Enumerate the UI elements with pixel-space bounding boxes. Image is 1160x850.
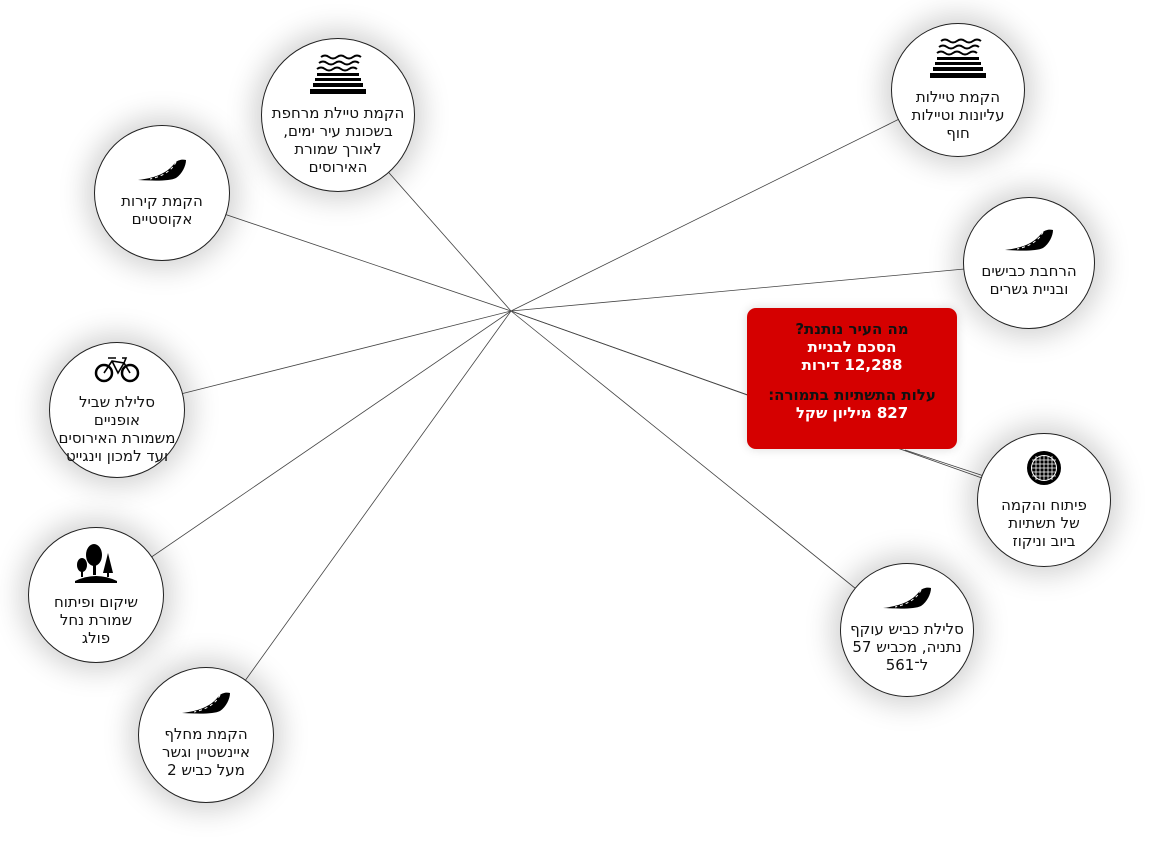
node-label-line: בשכונת עיר ימים, bbox=[283, 122, 393, 140]
node-label-line: משמורת האירוסים bbox=[58, 429, 176, 447]
node-label-line: של תשתיות bbox=[1008, 514, 1080, 532]
node-label-line: שמורת נחל bbox=[59, 611, 133, 629]
road-icon bbox=[136, 158, 188, 186]
node-label-line: הקמת טיילות bbox=[915, 88, 1001, 106]
connector-poleg bbox=[95, 310, 512, 596]
callout-question: מה העיר נותנת? bbox=[795, 320, 909, 338]
road-icon bbox=[180, 691, 232, 719]
connector-netanya-bypass bbox=[510, 310, 908, 631]
node-label-line: הרחבת כבישים bbox=[981, 262, 1077, 280]
node-label-line: מעל כביש 2 bbox=[167, 761, 245, 779]
connector-roads-bridges bbox=[510, 262, 1030, 312]
connector-promenades-upper bbox=[510, 89, 959, 312]
node-label-line: עליונות וטיילות bbox=[911, 106, 1005, 124]
node-label-line: שיקום ופיתוח bbox=[54, 593, 138, 611]
summary-callout: מה העיר נותנת? הסכם לבניית 12,288 דירות … bbox=[747, 308, 957, 449]
callout-cost-value: 827 מיליון שקל bbox=[795, 404, 909, 422]
drain-grate-icon bbox=[1026, 450, 1062, 490]
node-label-line: פיתוח והקמה bbox=[1001, 496, 1087, 514]
connector-callout bbox=[510, 310, 751, 397]
callout-line1: הסכם לבניית bbox=[807, 338, 897, 356]
node-label-line: הקמת מחלף bbox=[164, 725, 248, 743]
callout-cost-label: עלות התשתיות בתמורה: bbox=[768, 386, 936, 404]
connector-einstein bbox=[205, 310, 512, 736]
node-label-line: ביוב וניקוז bbox=[1012, 532, 1076, 550]
bicycle-icon bbox=[94, 355, 140, 387]
sea-promenade-icon bbox=[307, 54, 369, 98]
node-label-line: חוף bbox=[946, 124, 970, 142]
sea-promenade-icon bbox=[927, 38, 989, 82]
node-label-line: איינשטיין וגשר bbox=[161, 743, 251, 761]
node-label-line: סלילת כביש עוקף bbox=[850, 620, 964, 638]
callout-line2: 12,288 דירות bbox=[801, 356, 903, 374]
node-label-line: פולג bbox=[81, 629, 111, 647]
node-label-line: ועד למכון וינגייט bbox=[65, 447, 169, 465]
trees-icon bbox=[74, 543, 118, 587]
road-icon bbox=[1003, 228, 1055, 256]
node-label-line: הקמת טיילת מרחפת bbox=[271, 104, 405, 122]
node-label-line: ובניית גשרים bbox=[989, 280, 1069, 298]
node-label-line: לאורך שמורת bbox=[294, 140, 382, 158]
node-label-line: אקוסטיים bbox=[131, 210, 193, 228]
node-label-line: ל־561 bbox=[885, 656, 929, 674]
node-label-line: הקמת קירות bbox=[121, 192, 203, 210]
connector-callout-sewage bbox=[904, 449, 991, 479]
node-label-line: נתניה, מכביש 57 bbox=[852, 638, 962, 656]
node-label-line: האירוסים bbox=[308, 158, 368, 176]
road-icon bbox=[881, 586, 933, 614]
node-label-line: סלילת שביל אופניים bbox=[79, 393, 155, 429]
